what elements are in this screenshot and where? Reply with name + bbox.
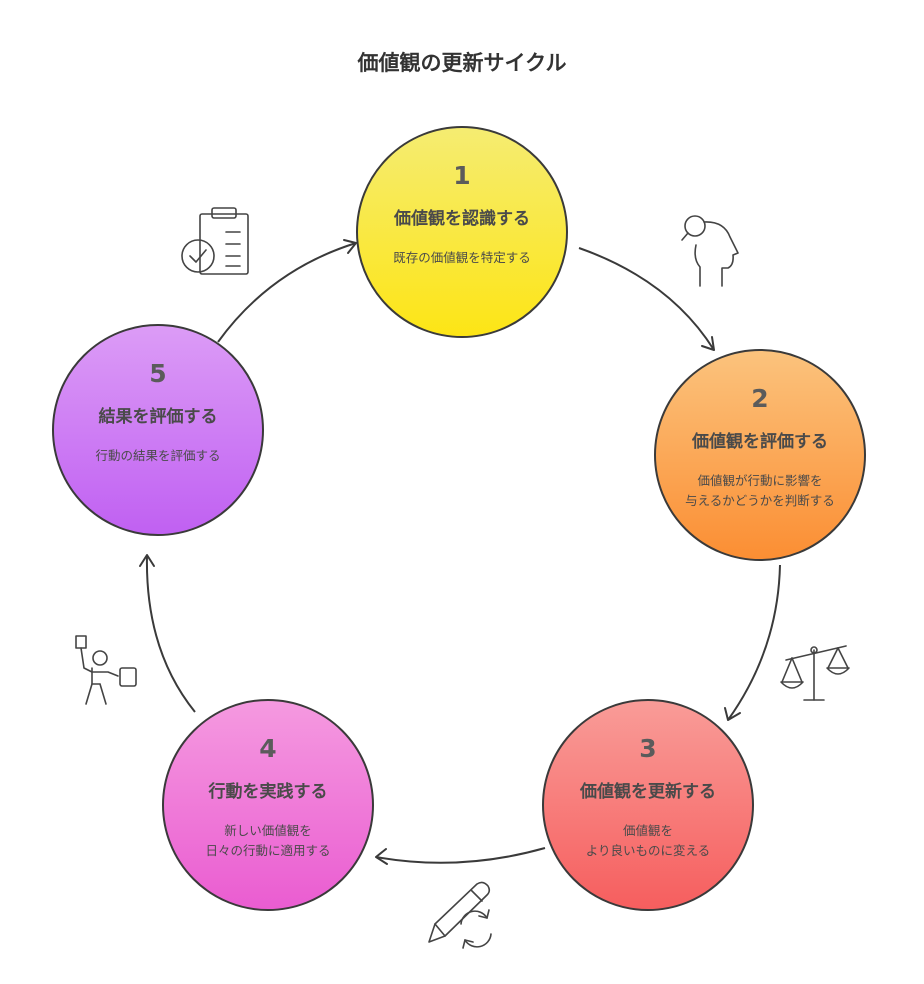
step-description-line: より良いものに変える	[586, 843, 710, 858]
step-title: 価値観を評価する	[691, 431, 828, 452]
arrow-5-to-1	[217, 242, 357, 343]
step-description-line: 価値観を	[623, 823, 673, 838]
step-circle	[542, 699, 754, 911]
arrow-2-to-3	[727, 564, 781, 721]
step-description-line: 既存の価値観を特定する	[393, 250, 531, 265]
arrowhead-4-to-5	[139, 554, 155, 567]
step-number: 1	[453, 161, 470, 190]
step-description-line: 価値観が行動に影響を	[697, 473, 822, 488]
balance-scale-icon	[780, 645, 850, 701]
clipboard-check-icon	[181, 207, 249, 275]
arrowhead-5-to-1	[343, 239, 357, 254]
person-action-icon	[75, 635, 137, 705]
step-description-line: 与えるかどうかを判断する	[685, 493, 835, 508]
step-circle	[356, 126, 568, 338]
step-number: 2	[751, 384, 768, 413]
arrow-1-to-2	[578, 247, 715, 351]
step-title: 価値観を更新する	[579, 781, 716, 802]
cycle-arrows	[139, 239, 781, 865]
step-description-line: 行動の結果を評価する	[95, 448, 220, 463]
step-number: 3	[639, 734, 656, 763]
arrow-3-to-4	[375, 847, 546, 864]
step-title: 結果を評価する	[99, 406, 218, 427]
step-title: 行動を実践する	[208, 781, 328, 802]
arrow-4-to-5	[145, 554, 196, 713]
diagram-title: 価値観の更新サイクル	[357, 51, 567, 75]
step-description-line: 日々の行動に適用する	[205, 843, 330, 858]
step-number: 4	[259, 734, 276, 763]
pencil-refresh-icon	[428, 881, 492, 949]
arrowhead-2-to-3	[724, 707, 741, 721]
step-circle	[654, 349, 866, 561]
step-title: 価値観を認識する	[393, 208, 530, 229]
arrowhead-1-to-2	[701, 336, 715, 351]
step-description-line: 新しい価値観を	[224, 823, 312, 838]
arrowhead-3-to-4	[375, 848, 388, 865]
step-circle	[162, 699, 374, 911]
step-number: 5	[149, 359, 166, 388]
head-search-icon	[681, 215, 739, 287]
step-circle	[52, 324, 264, 536]
